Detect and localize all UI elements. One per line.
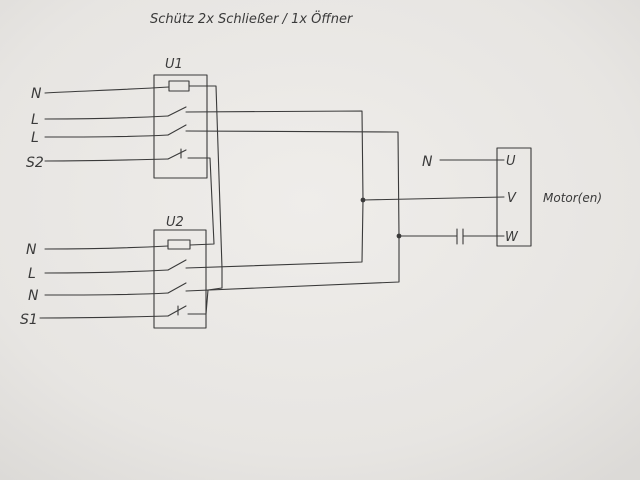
motor-terminal-v: V — [507, 191, 517, 206]
u2-input-label: N — [28, 288, 39, 304]
motor-terminal-box — [496, 147, 532, 247]
wire-motor-v — [362, 196, 505, 201]
u2-input-label: S1 — [20, 312, 38, 328]
wire-u2-out1 — [185, 199, 364, 269]
wire-u1-l2 — [44, 134, 169, 138]
wire-u2-out3 — [187, 267, 223, 315]
wire-u1-n — [44, 86, 170, 94]
wire-u2-n2 — [44, 292, 169, 296]
diagram-title: Schütz 2x Schließer / 1x Öffner — [150, 10, 354, 27]
motor-label: Motor(en) — [543, 191, 602, 205]
wire-u1-coil-out — [188, 85, 223, 269]
motor-supply-label: N — [422, 154, 433, 170]
relay-u1-label: U1 — [165, 57, 183, 72]
wire-u2-l — [44, 269, 169, 274]
u1-input-label: L — [31, 130, 39, 146]
u1-input-label: N — [31, 86, 42, 102]
relay-u1-box — [153, 74, 208, 179]
wire-u1-out2 — [185, 130, 400, 237]
relay-u2-label: U2 — [166, 215, 184, 230]
motor-terminal-w: W — [505, 230, 519, 245]
junction-dot — [396, 233, 402, 239]
contact-u1-1 — [167, 106, 187, 117]
contact-u2-3 — [167, 305, 187, 317]
u2-input-label: L — [28, 266, 36, 282]
contact-u2-2 — [167, 282, 187, 294]
relay-u2-box — [153, 229, 207, 329]
wire-u2-n — [44, 245, 169, 250]
wire-u2-out2 — [185, 235, 400, 292]
u2-input-label: N — [26, 242, 37, 258]
motor-terminal-u: U — [506, 154, 516, 169]
relay-u2-coil — [167, 239, 191, 250]
junction-dot — [360, 197, 366, 203]
wires — [39, 74, 532, 329]
wire-u1-s2 — [44, 158, 169, 162]
u1-input-label: L — [31, 112, 39, 128]
wire-u2-s1 — [39, 315, 169, 319]
contact-u2-1 — [167, 259, 187, 271]
wire-u1-out3 — [187, 157, 215, 246]
u1-input-label: S2 — [26, 155, 44, 171]
contact-u1-2 — [167, 124, 187, 136]
wire-u1-out1 — [185, 110, 364, 201]
contact-u1-3 — [167, 149, 187, 160]
wire-u1-l1 — [44, 115, 169, 120]
